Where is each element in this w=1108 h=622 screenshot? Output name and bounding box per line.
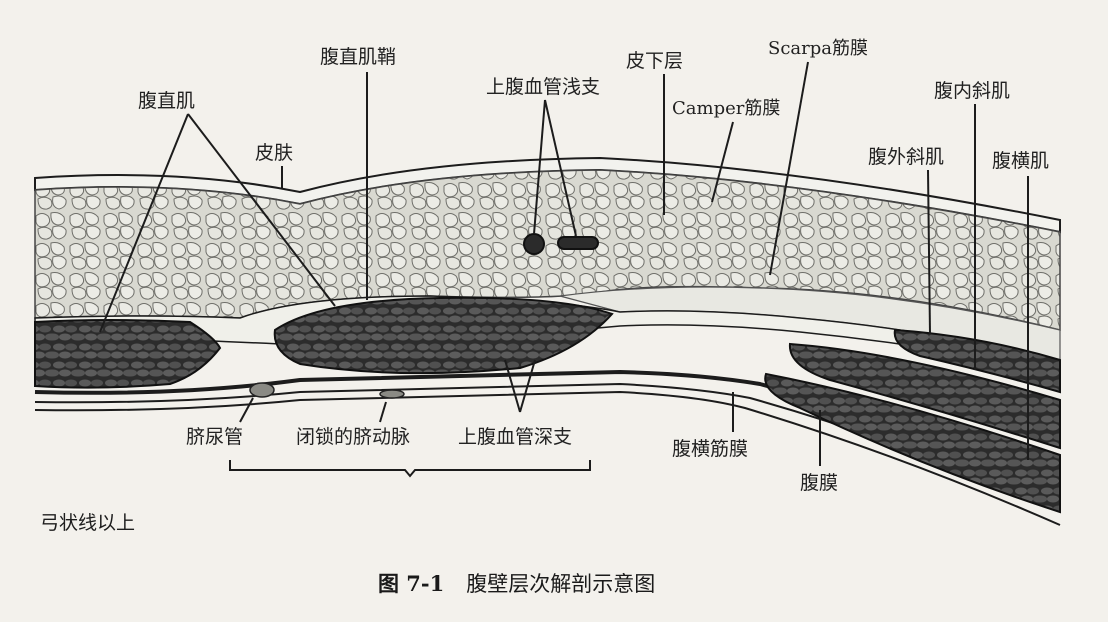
label-external-oblique: 腹外斜肌 bbox=[868, 146, 945, 168]
rectus-muscle-center bbox=[273, 296, 614, 375]
peritoneum-line bbox=[34, 390, 1061, 526]
label-peritoneum: 腹膜 bbox=[800, 472, 839, 494]
label-superficial-epigastric: 上腹血管浅支 bbox=[486, 76, 601, 98]
umbilical-artery-structure bbox=[379, 389, 405, 399]
note-above-arcuate-line: 弓状线以上 bbox=[40, 512, 136, 534]
label-rectus-abdominis: 腹直肌 bbox=[138, 90, 196, 112]
midline-bracket bbox=[229, 460, 591, 478]
superficial-vessel-oval bbox=[557, 236, 599, 250]
label-rectus-sheath: 腹直肌鞘 bbox=[320, 46, 397, 68]
label-scarpa-fascia: Scarpa筋膜 bbox=[768, 38, 869, 59]
figure-caption: 图 7-1 腹壁层次解剖示意图 bbox=[378, 568, 655, 598]
label-obliterated-umbilical-artery: 闭锁的脐动脉 bbox=[296, 426, 411, 448]
label-deep-epigastric: 上腹血管深支 bbox=[458, 426, 573, 448]
transversus-muscle bbox=[764, 372, 1061, 514]
figure-number: 图 7-1 bbox=[378, 571, 445, 596]
label-urachus: 脐尿管 bbox=[186, 426, 244, 448]
label-camper-fascia: Camper筋膜 bbox=[672, 98, 781, 119]
label-subcutaneous-layer: 皮下层 bbox=[626, 50, 684, 72]
figure-title: 腹壁层次解剖示意图 bbox=[466, 572, 656, 596]
label-internal-oblique: 腹内斜肌 bbox=[934, 80, 1011, 102]
label-transversalis-fascia: 腹横筋膜 bbox=[672, 438, 749, 460]
internal-oblique-muscle bbox=[788, 342, 1061, 450]
leader-lines bbox=[99, 61, 1029, 466]
label-skin: 皮肤 bbox=[255, 142, 294, 164]
superficial-vessel-circle bbox=[523, 233, 545, 255]
urachus-structure bbox=[249, 382, 275, 398]
label-transversus-abdominis: 腹横肌 bbox=[992, 150, 1050, 172]
rectus-muscle-left bbox=[34, 319, 222, 389]
external-oblique-muscle bbox=[893, 328, 1061, 394]
